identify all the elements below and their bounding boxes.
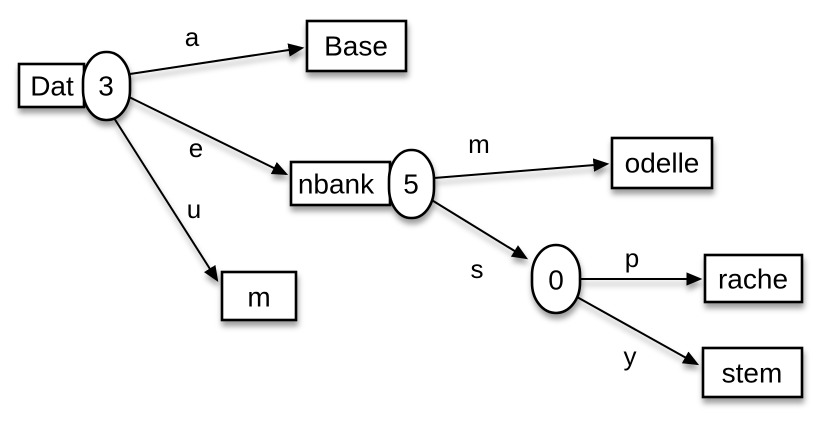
node-base-box bbox=[305, 19, 408, 73]
edge-label-u: u bbox=[187, 194, 201, 224]
node-nbank-count-capsule bbox=[387, 148, 436, 220]
node-nbank-label: nbank bbox=[298, 169, 375, 200]
edge-label-a: a bbox=[185, 22, 200, 52]
node-dat-count-capsule bbox=[81, 50, 132, 122]
node-odelle-label: odelle bbox=[625, 148, 700, 179]
node-zero-count: 0 bbox=[548, 265, 564, 296]
node-dat-label: Dat bbox=[30, 71, 74, 102]
node-stem-label: stem bbox=[722, 358, 783, 389]
node-odelle-box bbox=[610, 136, 714, 190]
edge-label-y: y bbox=[624, 341, 637, 371]
node-dat-count: 3 bbox=[98, 71, 114, 102]
edge-nbank-odelle bbox=[433, 158, 610, 179]
node-rache-label: rache bbox=[718, 264, 788, 295]
node-stem-box bbox=[701, 346, 804, 399]
edge-dat-base bbox=[129, 43, 305, 75]
edge-dat-nbank bbox=[126, 95, 289, 176]
edge-dat-m bbox=[113, 117, 219, 283]
edge-label-e: e bbox=[189, 133, 203, 163]
edge-label-p: p bbox=[625, 243, 639, 273]
edge-zero-stem bbox=[576, 296, 700, 366]
edge-label-m: m bbox=[468, 129, 490, 159]
node-zero-capsule bbox=[530, 243, 582, 315]
node-nbank-count: 5 bbox=[403, 169, 419, 200]
node-rache-box bbox=[703, 253, 804, 304]
edge-label-s: s bbox=[471, 254, 484, 284]
node-m-label: m bbox=[247, 282, 270, 313]
edge-nbank-zero bbox=[429, 198, 529, 260]
node-base-label: Base bbox=[324, 31, 388, 62]
node-nbank-box bbox=[289, 160, 392, 207]
node-m-box bbox=[220, 270, 298, 322]
